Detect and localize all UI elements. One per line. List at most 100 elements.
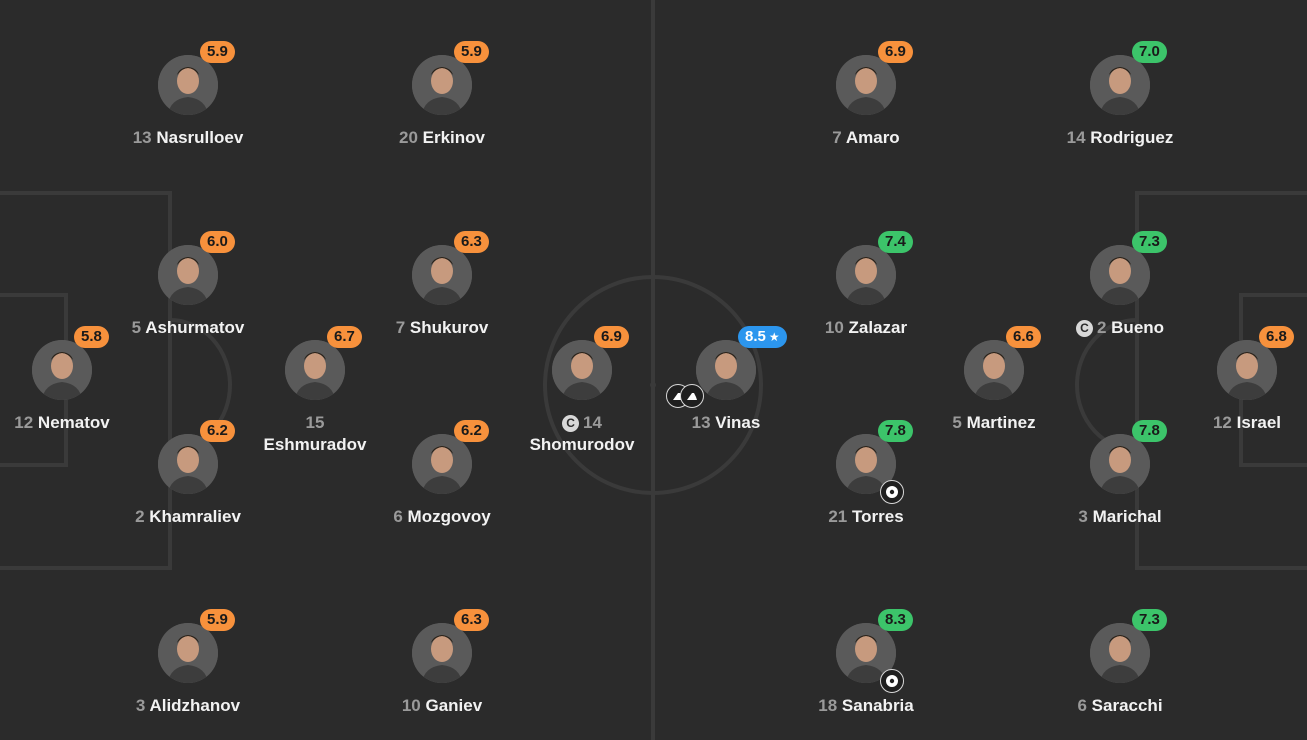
player-torres[interactable]: 7.8 21 Torres bbox=[781, 420, 951, 528]
player-photo bbox=[1090, 623, 1150, 683]
player-photo bbox=[964, 340, 1024, 400]
player-photo bbox=[285, 340, 345, 400]
shirt-number: 6 bbox=[393, 507, 403, 526]
shirt-number: 21 bbox=[828, 507, 848, 526]
player-shukurov[interactable]: 6.3 7 Shukurov bbox=[357, 231, 527, 339]
boot-assist-icon bbox=[680, 384, 704, 408]
shirt-number: 14 bbox=[583, 413, 602, 432]
shirt-number: 3 bbox=[1078, 507, 1088, 526]
player-photo bbox=[158, 55, 218, 115]
player-mozgovoy[interactable]: 6.2 6 Mozgovoy bbox=[357, 420, 527, 528]
player-photo bbox=[412, 434, 472, 494]
player-photo bbox=[1090, 245, 1150, 305]
player-photo bbox=[1217, 340, 1277, 400]
shirt-number: 20 bbox=[398, 128, 418, 147]
player-name: Erkinov bbox=[422, 128, 485, 147]
player-photo bbox=[836, 245, 896, 305]
player-photo bbox=[1090, 55, 1150, 115]
player-photo bbox=[696, 340, 756, 400]
player-name: Eshmuradov bbox=[263, 435, 367, 454]
player-name: Shomurodov bbox=[529, 435, 635, 454]
captain-icon: C bbox=[562, 415, 580, 432]
rating-badge: 7.0 bbox=[1132, 41, 1167, 63]
goal-ball-icon bbox=[880, 669, 904, 693]
player-khamraliev[interactable]: 6.2 2 Khamraliev bbox=[103, 420, 273, 528]
player-name: Martinez bbox=[966, 413, 1036, 432]
player-zalazar[interactable]: 7.4 10 Zalazar bbox=[781, 231, 951, 339]
rating-badge: 8.3 bbox=[878, 609, 913, 631]
player-alidzhanov[interactable]: 5.9 3 Alidzhanov bbox=[103, 609, 273, 717]
player-photo bbox=[158, 245, 218, 305]
player-nematov[interactable]: 5.8 12 Nematov bbox=[0, 326, 147, 434]
captain-icon: C bbox=[1075, 320, 1093, 337]
shirt-number: 10 bbox=[401, 696, 421, 715]
player-name: Vinas bbox=[715, 413, 761, 432]
shirt-number: 7 bbox=[395, 318, 406, 337]
rating-badge: 6.9 bbox=[594, 326, 629, 348]
rating-badge: 6.0 bbox=[200, 231, 235, 253]
rating-badge: 6.2 bbox=[454, 420, 489, 442]
player-name: Mozgovoy bbox=[407, 507, 491, 526]
shirt-number: 13 bbox=[691, 413, 711, 432]
player-amaro[interactable]: 6.9 7 Amaro bbox=[781, 41, 951, 149]
player-erkinov[interactable]: 5.9 20 Erkinov bbox=[357, 41, 527, 149]
player-photo bbox=[836, 55, 896, 115]
player-photo bbox=[412, 623, 472, 683]
shirt-number: 12 bbox=[1212, 413, 1232, 432]
player-saracchi[interactable]: 7.3 6 Saracchi bbox=[1035, 609, 1205, 717]
rating-badge: 6.2 bbox=[200, 420, 235, 442]
rating-badge: 5.8 bbox=[74, 326, 109, 348]
player-israel[interactable]: 6.8 12 Israel bbox=[1162, 326, 1307, 434]
shirt-number: 12 bbox=[14, 413, 34, 432]
player-photo bbox=[412, 55, 472, 115]
rating-badge: 6.9 bbox=[878, 41, 913, 63]
player-name: Bueno bbox=[1111, 318, 1165, 337]
player-name: Amaro bbox=[845, 128, 900, 147]
player-ganiev[interactable]: 6.3 10 Ganiev bbox=[357, 609, 527, 717]
player-marichal[interactable]: 7.8 3 Marichal bbox=[1035, 420, 1205, 528]
goal-ball-icon bbox=[880, 480, 904, 504]
player-ashurmatov[interactable]: 6.0 5 Ashurmatov bbox=[103, 231, 273, 339]
rating-badge: 7.4 bbox=[878, 231, 913, 253]
shirt-number: 10 bbox=[824, 318, 844, 337]
player-name: Ashurmatov bbox=[145, 318, 245, 337]
shirt-number: 13 bbox=[132, 128, 152, 147]
rating-badge: 6.6 bbox=[1006, 326, 1041, 348]
player-nasrulloev[interactable]: 5.9 13 Nasrulloev bbox=[103, 41, 273, 149]
player-photo bbox=[1090, 434, 1150, 494]
rating-badge: 6.7 bbox=[327, 326, 362, 348]
player-name: Sanabria bbox=[841, 696, 914, 715]
star-icon: ★ bbox=[768, 330, 780, 344]
shirt-number: 18 bbox=[818, 696, 838, 715]
shirt-number: 5 bbox=[952, 413, 962, 432]
shirt-number: 14 bbox=[1066, 128, 1086, 147]
rating-badge: 7.3 bbox=[1132, 231, 1167, 253]
rating-badge: 6.3 bbox=[454, 609, 489, 631]
player-name: Torres bbox=[852, 507, 904, 526]
shirt-number: 15 bbox=[305, 413, 325, 432]
player-sanabria[interactable]: 8.3 18 Sanabria bbox=[781, 609, 951, 717]
player-name: Israel bbox=[1236, 413, 1282, 432]
shirt-number: 6 bbox=[1077, 696, 1087, 715]
rating-badge: 7.8 bbox=[878, 420, 913, 442]
rating-badge: 8.5★ bbox=[738, 326, 787, 348]
rating-value: 8.5 bbox=[745, 328, 766, 345]
shirt-number: 2 bbox=[135, 507, 145, 526]
rating-badge: 7.8 bbox=[1132, 420, 1167, 442]
player-name: Zalazar bbox=[848, 318, 908, 337]
player-photo bbox=[158, 623, 218, 683]
shirt-number: 2 bbox=[1096, 318, 1107, 337]
player-photo bbox=[412, 245, 472, 305]
rating-badge: 5.9 bbox=[454, 41, 489, 63]
player-vinas[interactable]: 8.5★ 13 Vinas bbox=[641, 326, 811, 434]
rating-badge: 7.3 bbox=[1132, 609, 1167, 631]
player-martinez[interactable]: 6.6 5 Martinez bbox=[909, 326, 1079, 434]
player-name: Alidzhanov bbox=[149, 696, 241, 715]
player-photo bbox=[552, 340, 612, 400]
rating-badge: 6.3 bbox=[454, 231, 489, 253]
player-rodriguez[interactable]: 7.0 14 Rodriguez bbox=[1035, 41, 1205, 149]
rating-badge: 5.9 bbox=[200, 41, 235, 63]
